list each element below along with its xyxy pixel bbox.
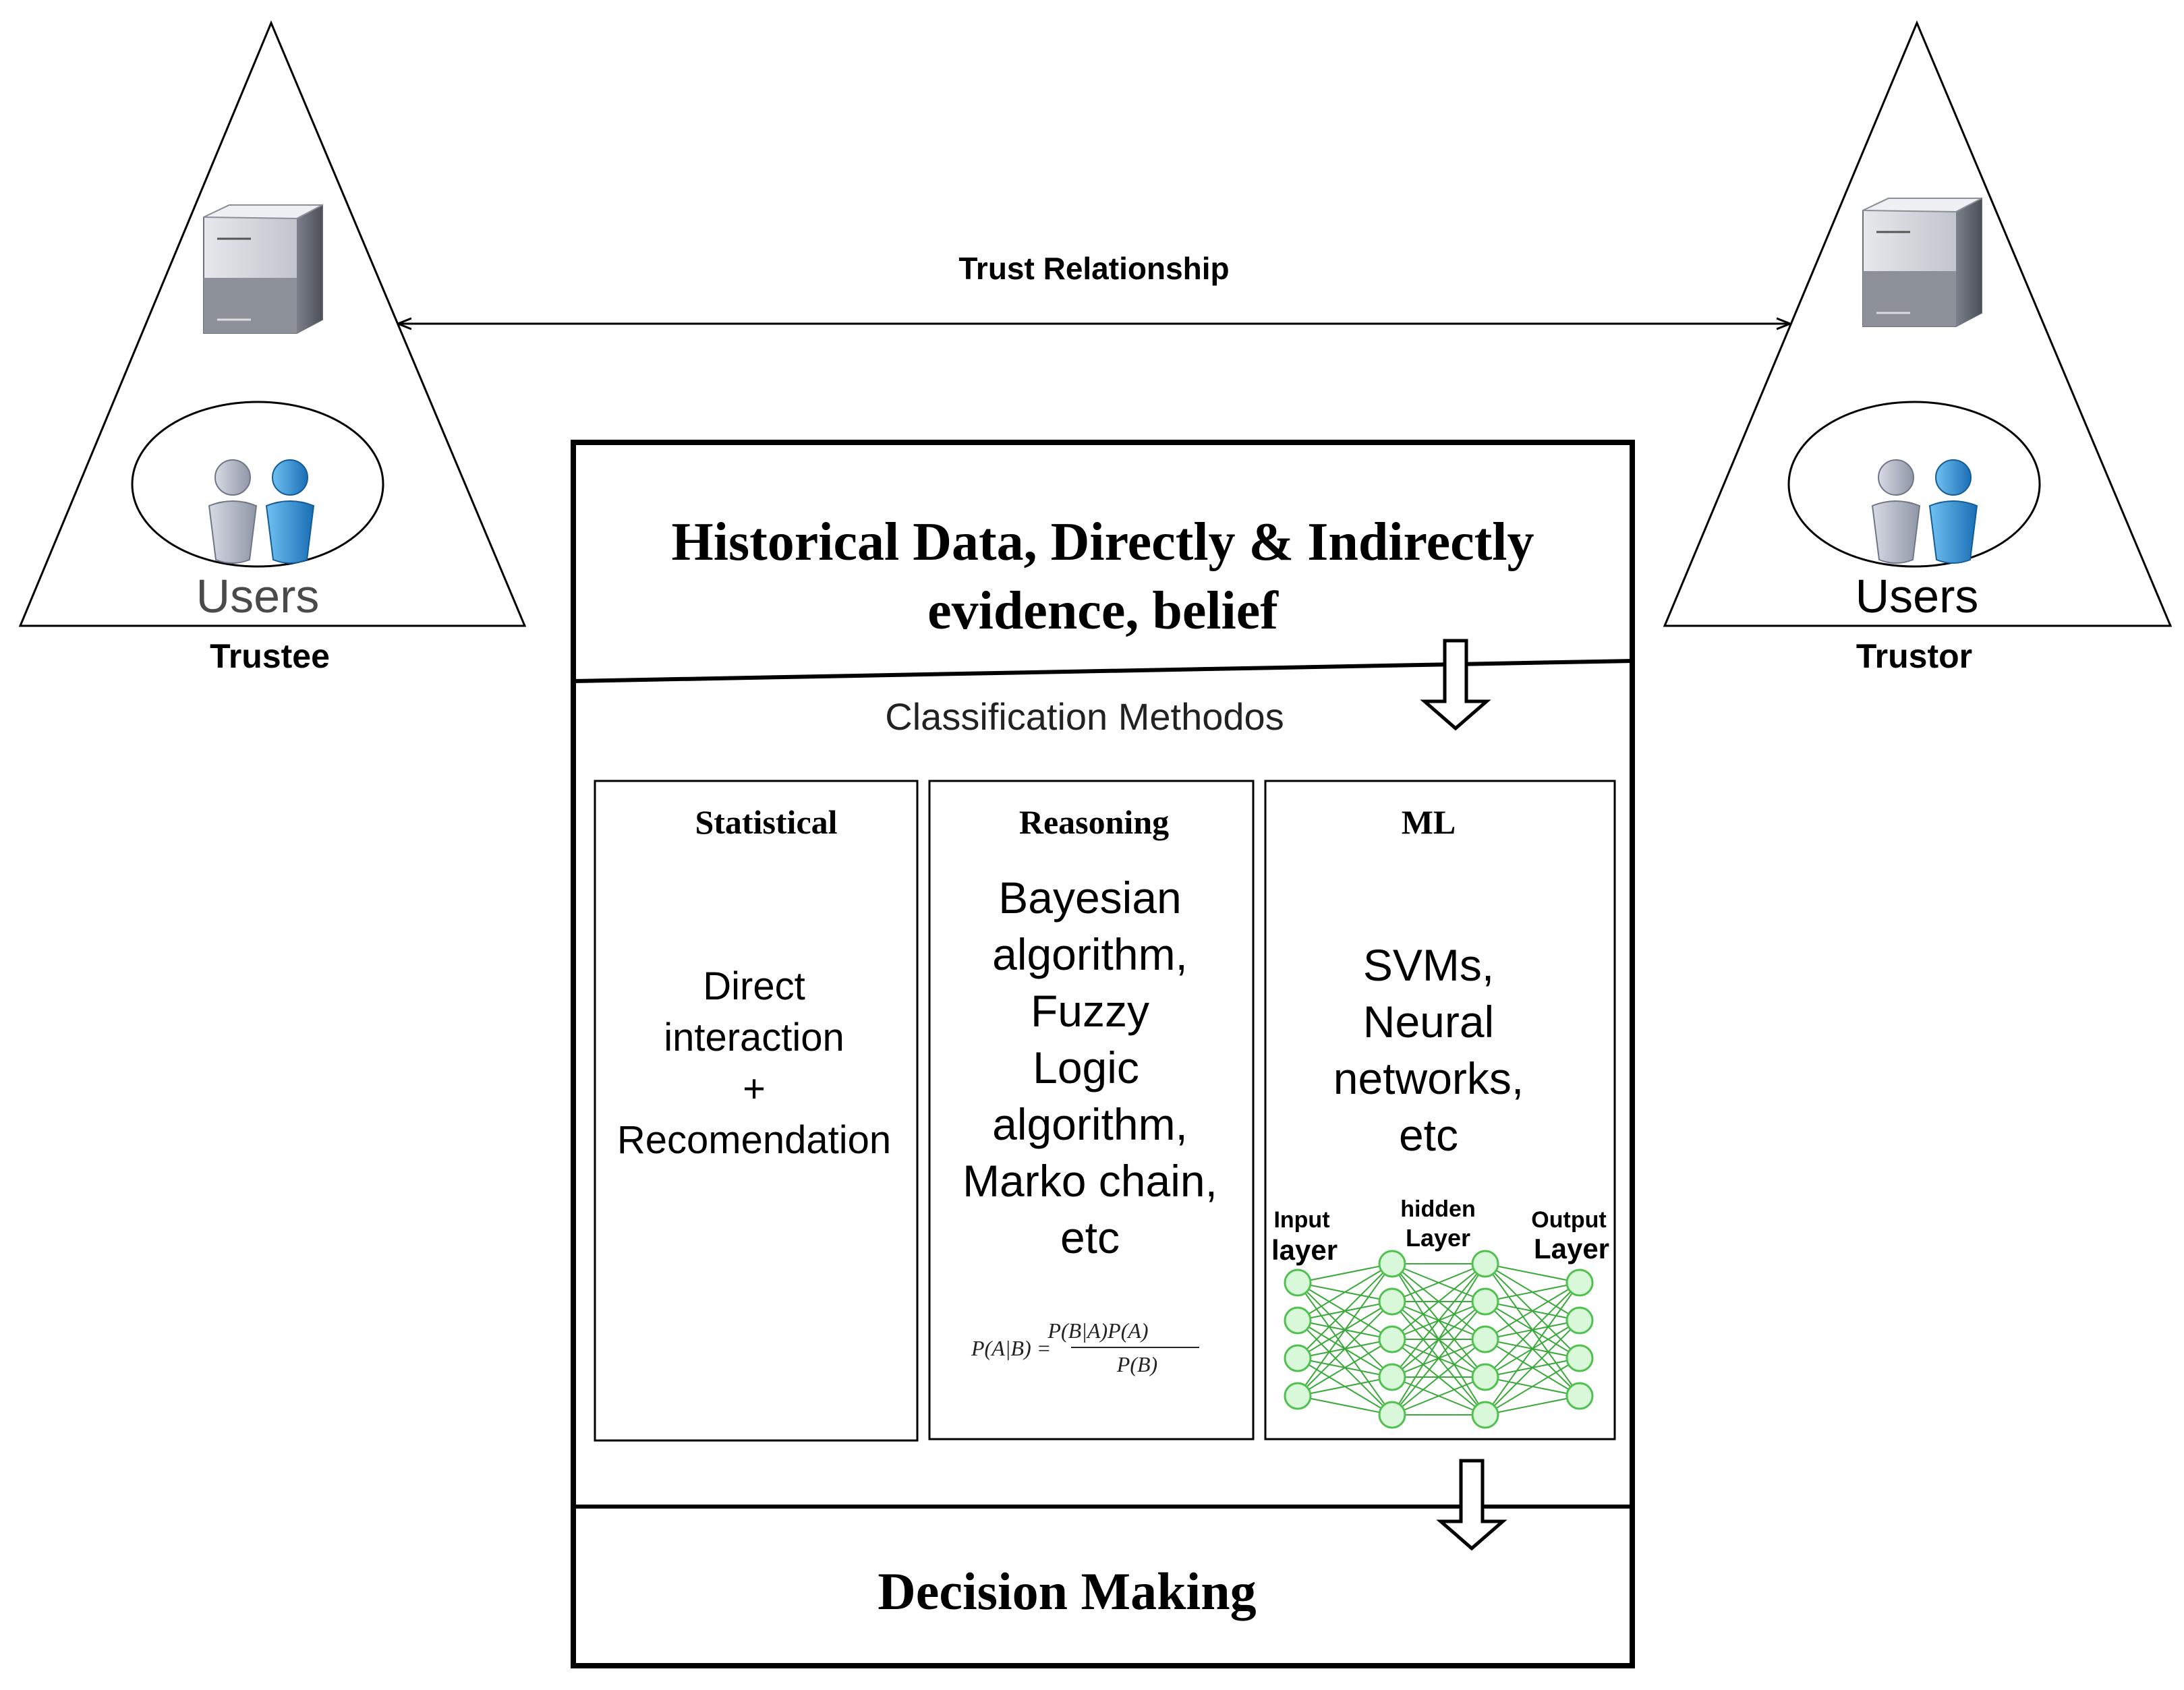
nn-edge	[1391, 1263, 1486, 1378]
ml-line: etc	[1399, 1110, 1458, 1160]
neural-network-nodes	[1284, 1250, 1594, 1429]
nn-input-label: layer	[1271, 1234, 1338, 1266]
arrow-down-icon	[1436, 1459, 1507, 1551]
bayes-formula: P(A|B) = P(B|A)P(A) P(B)	[971, 1318, 1199, 1376]
nn-node	[1378, 1363, 1406, 1391]
nn-node	[1565, 1382, 1594, 1410]
ml-line: networks,	[1333, 1053, 1524, 1103]
nn-output-label: Layer	[1534, 1233, 1609, 1264]
nn-node	[1565, 1306, 1594, 1335]
neural-network-edges	[1297, 1263, 1580, 1416]
nn-edge	[1297, 1263, 1393, 1397]
trust-relationship-label: Trust Relationship	[958, 251, 1229, 286]
nn-node	[1471, 1363, 1499, 1391]
column-title: ML	[1402, 803, 1456, 841]
nn-node	[1284, 1306, 1312, 1335]
nn-node	[1565, 1269, 1594, 1297]
reasoning-line: Marko chain,	[962, 1156, 1217, 1206]
nn-edge	[1391, 1301, 1486, 1416]
nn-edge	[1297, 1376, 1393, 1397]
reasoning-line: algorithm,	[992, 929, 1188, 979]
nn-edge	[1485, 1320, 1580, 1416]
nn-edge	[1297, 1301, 1393, 1397]
ml-line: SVMs,	[1363, 940, 1494, 990]
header-title-line2: evidence, belief	[927, 581, 1279, 641]
nn-node	[1471, 1401, 1499, 1429]
nn-node	[1565, 1344, 1594, 1372]
nn-edge	[1485, 1395, 1580, 1416]
nn-edge	[1391, 1339, 1486, 1416]
nn-edge	[1391, 1376, 1486, 1416]
column-title: Statistical	[695, 803, 837, 841]
nn-node	[1471, 1325, 1499, 1353]
column-title: Reasoning	[1019, 803, 1169, 841]
nn-edge	[1297, 1263, 1393, 1283]
nn-node	[1471, 1250, 1499, 1278]
statistical-line: interaction	[664, 1016, 844, 1059]
reasoning-line: Fuzzy	[1031, 986, 1149, 1036]
header-title-line1: Historical Data, Directly & Indirectly	[672, 513, 1534, 572]
statistical-line: Recomendation	[617, 1118, 891, 1162]
nn-edge	[1391, 1263, 1486, 1340]
users-icon	[1872, 459, 1978, 564]
formula-lhs: P(A|B) =	[971, 1336, 1051, 1360]
nn-edge	[1297, 1263, 1393, 1359]
nn-edge	[1297, 1395, 1393, 1416]
nn-node	[1471, 1287, 1499, 1316]
nn-node	[1378, 1325, 1406, 1353]
nn-edge	[1297, 1263, 1393, 1321]
statistical-line: Direct	[703, 964, 805, 1008]
nn-edge	[1297, 1339, 1393, 1397]
nn-node	[1284, 1382, 1312, 1410]
nn-node	[1284, 1269, 1312, 1297]
trustee-label: Trustee	[210, 637, 330, 675]
decision-making-title: Decision Making	[878, 1562, 1256, 1621]
main-box: Historical Data, Directly & Indirectly e…	[571, 440, 1635, 1668]
reasoning-line: etc	[1060, 1213, 1120, 1262]
users-ellipse	[131, 401, 384, 568]
arrow-down-icon	[1420, 639, 1491, 731]
ml-line: Neural	[1363, 997, 1494, 1047]
users-ellipse	[1787, 401, 2041, 568]
server-icon	[1862, 197, 1983, 328]
nn-edge	[1391, 1263, 1486, 1302]
nn-input-label: Input	[1273, 1207, 1329, 1233]
reasoning-line: Bayesian	[998, 873, 1182, 923]
statistical-line: +	[743, 1067, 766, 1111]
nn-hidden-label: Layer	[1406, 1224, 1470, 1252]
nn-output-label: Output	[1531, 1207, 1606, 1233]
nn-edge	[1391, 1263, 1486, 1416]
formula-denominator: P(B)	[1116, 1352, 1157, 1376]
nn-node	[1378, 1250, 1406, 1278]
classification-title: Classification Methodos	[885, 695, 1284, 738]
nn-edge	[1485, 1358, 1580, 1416]
statistical-column: Statistical Direct interaction + Recomen…	[594, 780, 919, 1442]
reasoning-column: Reasoning Bayesian algorithm, Fuzzy Logi…	[928, 780, 1255, 1440]
nn-edge	[1485, 1282, 1580, 1416]
reasoning-line: algorithm,	[992, 1099, 1188, 1149]
trustor-triangle	[1663, 20, 2173, 627]
trustor-label: Trustor	[1856, 637, 1972, 675]
formula-numerator: P(B|A)P(A)	[1047, 1318, 1148, 1343]
ml-column: ML SVMs, Neural networks, etc Input laye…	[1264, 780, 1616, 1440]
nn-edge	[1485, 1282, 1580, 1378]
header-divider	[573, 659, 1633, 683]
trustor-group: Users Trustor	[1663, 20, 2173, 675]
nn-node	[1378, 1287, 1406, 1316]
trustor-users-label: Users	[1856, 570, 1979, 622]
nn-hidden-label: hidden	[1400, 1196, 1475, 1222]
nn-node	[1284, 1344, 1312, 1372]
users-icon	[208, 459, 314, 564]
server-icon	[202, 204, 324, 334]
nn-edge	[1485, 1282, 1580, 1340]
nn-edge	[1485, 1263, 1580, 1283]
nn-node	[1378, 1401, 1406, 1429]
nn-edge	[1485, 1282, 1580, 1302]
trustee-group: Users Trustee	[18, 20, 527, 675]
trustee-users-label: Users	[196, 570, 320, 622]
reasoning-line: Logic	[1033, 1043, 1139, 1092]
